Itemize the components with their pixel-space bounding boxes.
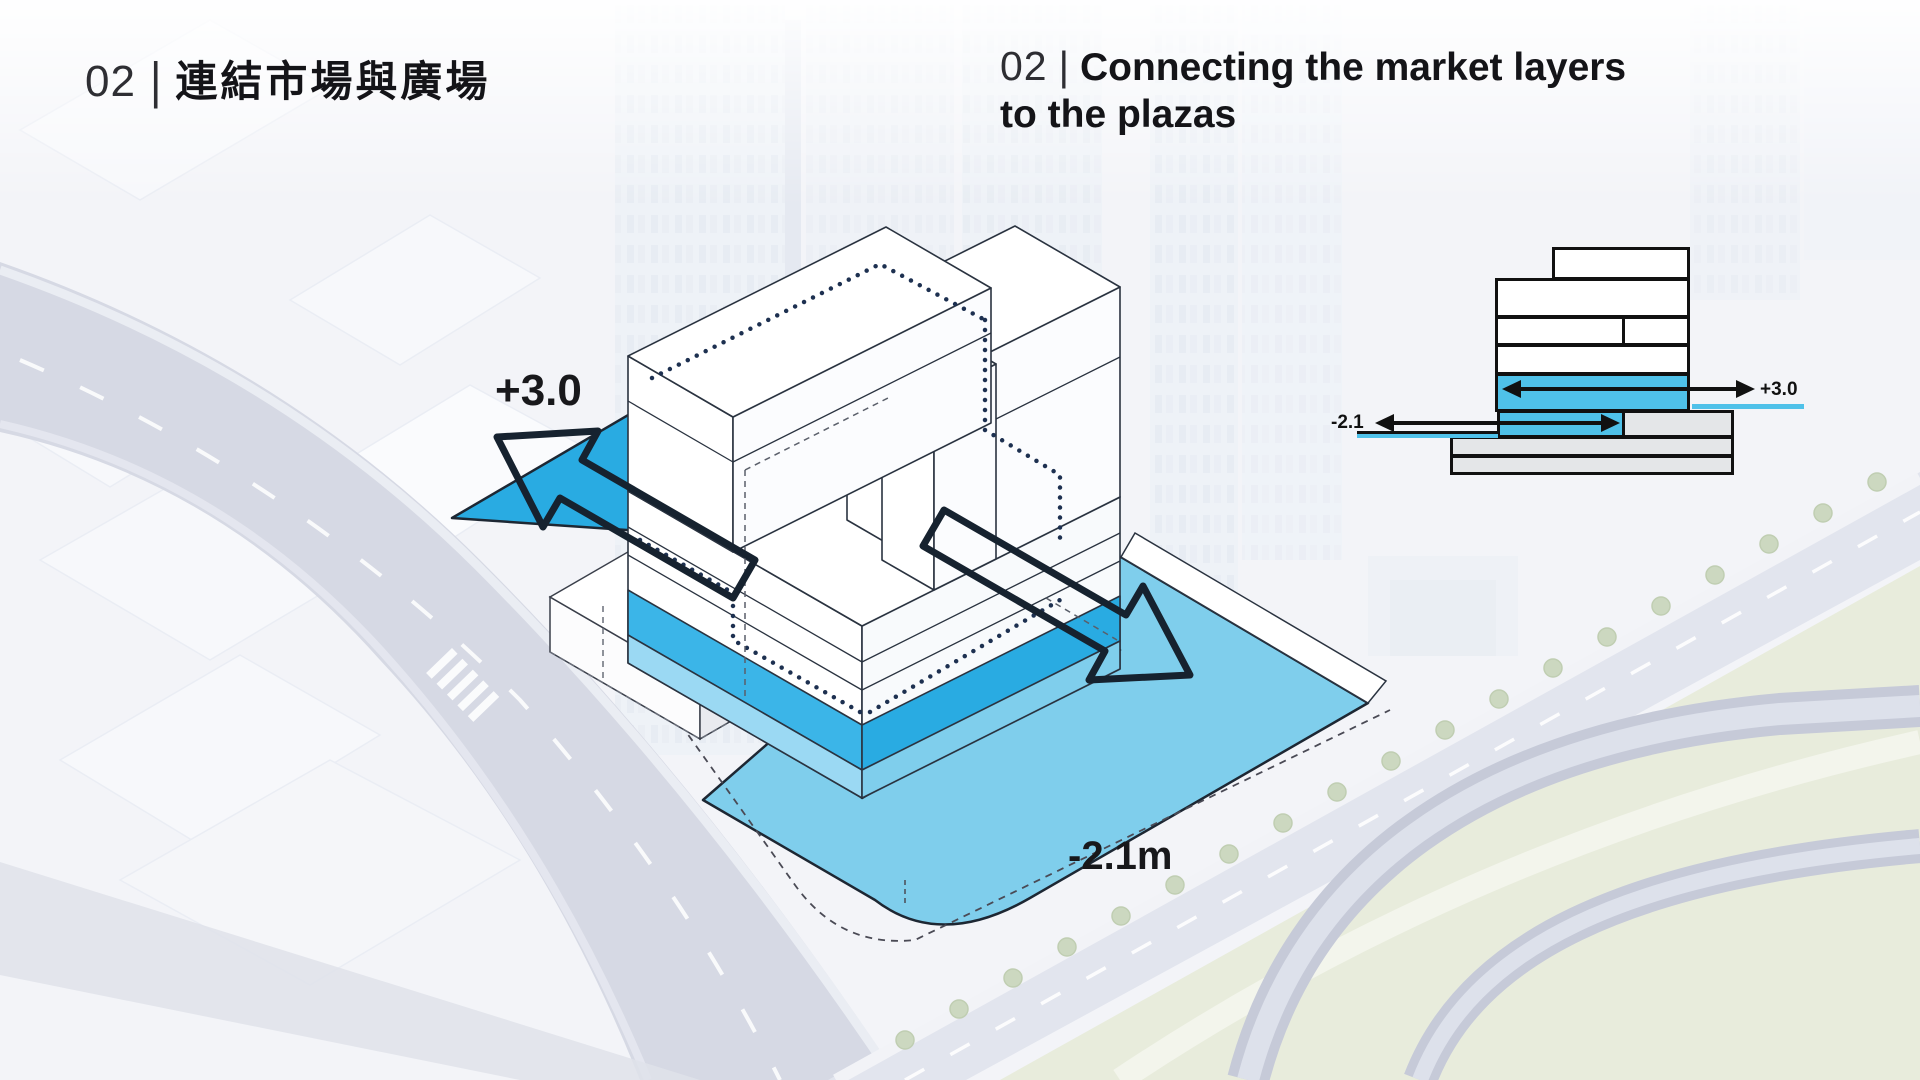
top-fade: [0, 0, 1920, 210]
title-chinese: 02 | 連結市場與廣場: [85, 48, 490, 109]
section-mid-floor-left: [1495, 316, 1625, 346]
section-minus21-ground-line: [1357, 431, 1498, 434]
upper-plaza-level-label: +3.0: [495, 366, 582, 415]
section-upper-arrow-head-left: [1502, 380, 1521, 398]
section-lower-arrow-shaft: [1385, 421, 1607, 425]
section-upper-arrow-shaft: [1512, 387, 1740, 391]
section-basement-1: [1450, 436, 1734, 457]
section-low-floor: [1495, 344, 1690, 375]
lower-plaza-level-label: -2.1m: [1068, 834, 1173, 878]
background-road-main: [0, 262, 900, 1080]
plaza-skirt-right: [861, 640, 1121, 799]
title-zh-separator: |: [149, 53, 162, 110]
arrow-to-upper-plaza: [493, 427, 759, 602]
hidden-edges-dashed: [744, 397, 1118, 700]
crosswalk: [426, 648, 500, 722]
section-lower-gray-cell: [1622, 410, 1734, 438]
title-english: 02 | Connecting the market layers to the…: [1000, 42, 1640, 139]
section-roof-box: [1552, 247, 1690, 280]
site-boundary-dashed: [597, 607, 1391, 942]
section-plus3-level-line: [1692, 404, 1804, 409]
axon-diagram: [450, 225, 1391, 942]
section-upper-floor: [1495, 278, 1690, 318]
title-en-text: Connecting the market layers to the plaz…: [1000, 46, 1627, 136]
title-en-separator: |: [1058, 43, 1070, 89]
background-road-cross: [0, 862, 700, 1080]
section-basement-2: [1450, 455, 1734, 475]
title-en-number: 02: [1000, 43, 1048, 89]
plaza-edge-walkway: [1119, 531, 1388, 704]
trees: [895, 472, 1887, 1050]
section-mid-floor-right: [1622, 316, 1690, 346]
title-zh-number: 02: [85, 57, 136, 106]
section-upper-arrow-head-right: [1736, 380, 1755, 398]
section-lower-arrow-head-right: [1601, 414, 1620, 432]
section-lower-arrow-head-left: [1375, 414, 1394, 432]
section-label-minus: -2.1: [1331, 412, 1364, 433]
background-overpass: [1227, 685, 1920, 1080]
background-road-avenue: [828, 472, 1920, 1080]
title-zh-text: 連結市場與廣場: [175, 58, 491, 105]
circulation-dotted-paths: [637, 261, 1063, 715]
arrow-to-lower-plaza: [919, 506, 1194, 684]
section-minus21-level-line: [1357, 434, 1498, 438]
section-market-upper-blue: [1495, 373, 1690, 412]
section-label-plus: +3.0: [1760, 379, 1798, 400]
